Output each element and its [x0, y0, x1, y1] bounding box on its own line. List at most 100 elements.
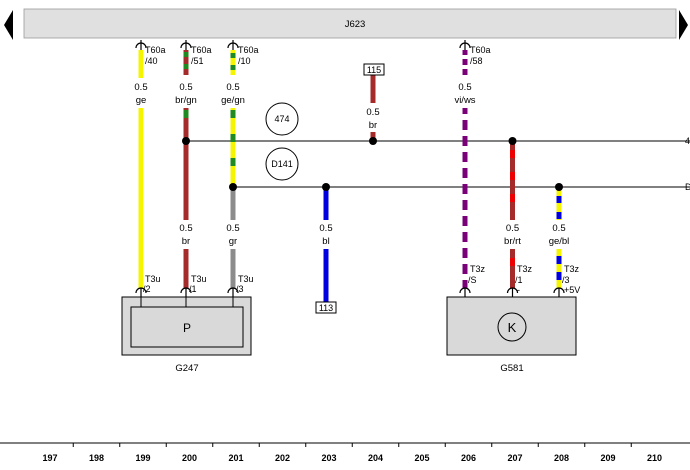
wire-201-mid-stripe-1 — [230, 110, 236, 118]
header-bar — [23, 8, 677, 39]
wire-208-bot-stripe-2 — [556, 272, 562, 280]
component-g581-housing[interactable] — [446, 296, 577, 356]
pin-minus-label: - — [517, 285, 520, 295]
circle-ref-474[interactable] — [265, 102, 299, 136]
connector-t60a-40-pin: /40 — [145, 56, 158, 66]
triangle-right-icon[interactable] — [679, 10, 688, 40]
connector-t3z-1-name: T3z — [517, 264, 533, 274]
wire-206-color: vi/ws — [454, 95, 475, 106]
wire-200-bot-color: br — [182, 236, 190, 247]
wire-204-bot — [370, 132, 376, 141]
column-number-208: 208 — [554, 453, 569, 463]
wire-200-top-stripe-1 — [183, 52, 189, 57]
wire-207-top-stripe-2 — [510, 172, 515, 180]
connector-t3z-3-pin: /3 — [562, 275, 570, 285]
pin-plus5v-label: +5V — [564, 285, 580, 295]
junction-dot — [369, 137, 377, 145]
bottom-pin-symbols — [135, 287, 565, 297]
column-number-199: 199 — [135, 453, 150, 463]
column-number-197: 197 — [42, 453, 57, 463]
junction-dots — [182, 137, 563, 191]
wire-203-size: 0.5 — [319, 223, 332, 234]
wire-label-backs — [128, 78, 576, 249]
wire-201-top-stripe-2 — [230, 65, 236, 70]
connector-t3u-3-pin: /3 — [236, 284, 244, 294]
circle-ref-474-label: 474 — [274, 114, 289, 124]
junction-dot — [508, 137, 517, 145]
wire-206-size: 0.5 — [458, 82, 471, 93]
ref-113-label: 113 — [319, 303, 333, 313]
circle-ref-d141[interactable] — [265, 147, 299, 181]
junction-dot — [229, 183, 237, 191]
connector-t60a-51-pin: /51 — [191, 56, 204, 66]
wire-203-top — [323, 187, 329, 220]
wire-203-bot — [323, 249, 329, 302]
wire-200-top-color: br/gn — [175, 95, 197, 106]
g581-sensor-icon — [497, 312, 527, 342]
wire-208-top — [556, 187, 562, 220]
wire-201-mid-stripe-3 — [230, 158, 236, 166]
wire-201-bot-color: gr — [229, 236, 237, 247]
junction-dot — [182, 137, 190, 145]
column-number-210: 210 — [647, 453, 662, 463]
wire-206-bot-stripes — [462, 114, 468, 280]
wire-208-bot-stripe-1 — [556, 256, 562, 264]
connector-t60a-40-name: T60a — [145, 45, 166, 55]
connector-t3z-s-pin: /S — [468, 275, 477, 285]
wire-199 — [138, 50, 144, 288]
connector-t60a-51-name: T60a — [191, 45, 212, 55]
wire-206-top-stripe-2 — [462, 65, 468, 69]
wire-199-size: 0.5 — [134, 82, 147, 93]
wire-201-bot-size: 0.5 — [226, 223, 239, 234]
ref-box-115[interactable] — [363, 63, 385, 76]
edge-label-line1: 47 — [685, 136, 690, 146]
wire-208-color: ge/bl — [549, 236, 570, 247]
connector-t60a-10-pin: /10 — [238, 56, 251, 66]
wire-201-low — [230, 187, 236, 220]
connector-t60a-10-name: T60a — [238, 45, 259, 55]
column-number-200: 200 — [182, 453, 197, 463]
column-number-207: 207 — [507, 453, 522, 463]
edge-label-line2: D — [685, 182, 690, 192]
wire-207-size: 0.5 — [506, 223, 519, 234]
junction-dot — [555, 183, 563, 191]
connector-t60a-58-name: T60a — [470, 45, 491, 55]
triangle-left-icon[interactable] — [4, 10, 13, 40]
wire-207-bot-stripe-1 — [510, 258, 515, 266]
connector-t3u-3-name: T3u — [238, 274, 254, 284]
wire-207-color: br/rt — [504, 236, 521, 247]
wire-208-bot — [556, 249, 562, 288]
column-number-205: 205 — [414, 453, 429, 463]
wire-204-size: 0.5 — [366, 107, 379, 118]
wire-201-top-size: 0.5 — [226, 82, 239, 93]
wire-201-top-stripe-1 — [230, 53, 236, 58]
column-number-209: 209 — [600, 453, 615, 463]
component-g247-inner — [130, 306, 244, 348]
wire-208-size: 0.5 — [552, 223, 565, 234]
connector-t3z-3-name: T3z — [564, 264, 580, 274]
component-g247-symbol: P — [183, 321, 191, 335]
circle-ref-d141-label: D141 — [271, 159, 293, 169]
wire-200-bot — [183, 249, 189, 288]
ref-box-113[interactable] — [315, 301, 337, 314]
junction-dot — [322, 183, 330, 191]
wire-200-bot-size: 0.5 — [179, 223, 192, 234]
connector-t3u-2-pin: /2 — [143, 284, 151, 294]
wire-201-bot — [230, 249, 236, 288]
component-g581-symbol: K — [508, 320, 517, 335]
top-pin-symbols — [135, 40, 471, 50]
wire-199-color: ge — [136, 95, 147, 106]
wire-206-top-stripe-1 — [462, 55, 468, 59]
column-ticks — [72, 443, 632, 447]
connector-t60a-58-pin: /58 — [470, 56, 483, 66]
wire-200-mid-stripe-1 — [183, 110, 189, 118]
wire-206-top — [462, 50, 468, 75]
header-unit-id: J623 — [345, 19, 366, 30]
wire-201-top — [230, 50, 236, 75]
wire-200-top-size: 0.5 — [179, 82, 192, 93]
wire-208-top-stripe-1 — [556, 196, 562, 203]
connector-t3z-1-pin: /1 — [515, 275, 523, 285]
column-number-206: 206 — [461, 453, 476, 463]
wire-200-top-stripe-2 — [183, 64, 189, 69]
